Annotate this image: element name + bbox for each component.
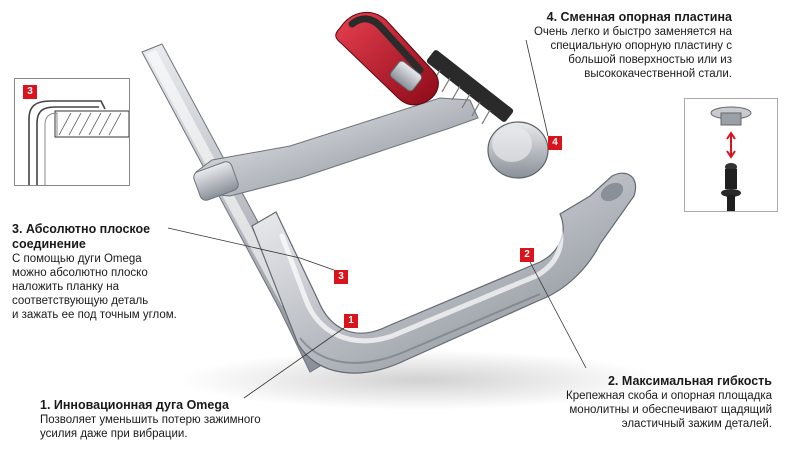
clamp-pressure-plate <box>487 121 549 179</box>
clamp-handle <box>335 12 439 106</box>
flat-connection-detail-drawing <box>28 100 130 185</box>
callout-max-flexibility: 2. Максимальная гибкость Крепежная скоба… <box>512 374 772 431</box>
callout-omega-bow: 1. Инновационная дуга Omega Позволяет ум… <box>40 398 300 441</box>
inset-badge-3: 3 <box>23 85 37 99</box>
callout-replaceable-plate: 4. Сменная опорная пластина Очень легко … <box>432 10 732 81</box>
callout-1-description: Позволяет уменьшить потерю зажимного уси… <box>40 414 261 440</box>
inset-replaceable-plate <box>684 98 778 212</box>
inset-flat-connection: 3 <box>14 78 130 186</box>
replaceable-plate-detail-drawing <box>710 106 752 211</box>
badge-4: 4 <box>548 136 562 150</box>
badge-2: 2 <box>520 248 534 262</box>
callout-4-description: Очень легко и быстро заменяется на специ… <box>533 26 732 80</box>
callout-flat-connection: 3. Абсолютно плоское соединение С помощь… <box>12 222 212 322</box>
badge-1: 1 <box>344 314 358 328</box>
callout-2-title: 2. Максимальная гибкость <box>607 374 772 388</box>
callout-3-description: С помощью дуги Omega можно абсолютно пло… <box>12 253 177 321</box>
leader-lines <box>167 39 587 399</box>
ground-shadow <box>180 350 660 410</box>
badge-3: 3 <box>334 270 348 284</box>
clamp-omega-bow <box>251 172 637 374</box>
callout-2-description: Крепежная скоба и опорная площадка монол… <box>566 390 772 430</box>
callout-1-title: 1. Инновационная дуга Omega <box>40 398 229 412</box>
callout-4-title: 4. Сменная опорная пластина <box>546 10 732 24</box>
callout-3-title: 3. Абсолютно плоское соединение <box>12 222 151 251</box>
clamp-sliding-arm <box>193 97 479 201</box>
